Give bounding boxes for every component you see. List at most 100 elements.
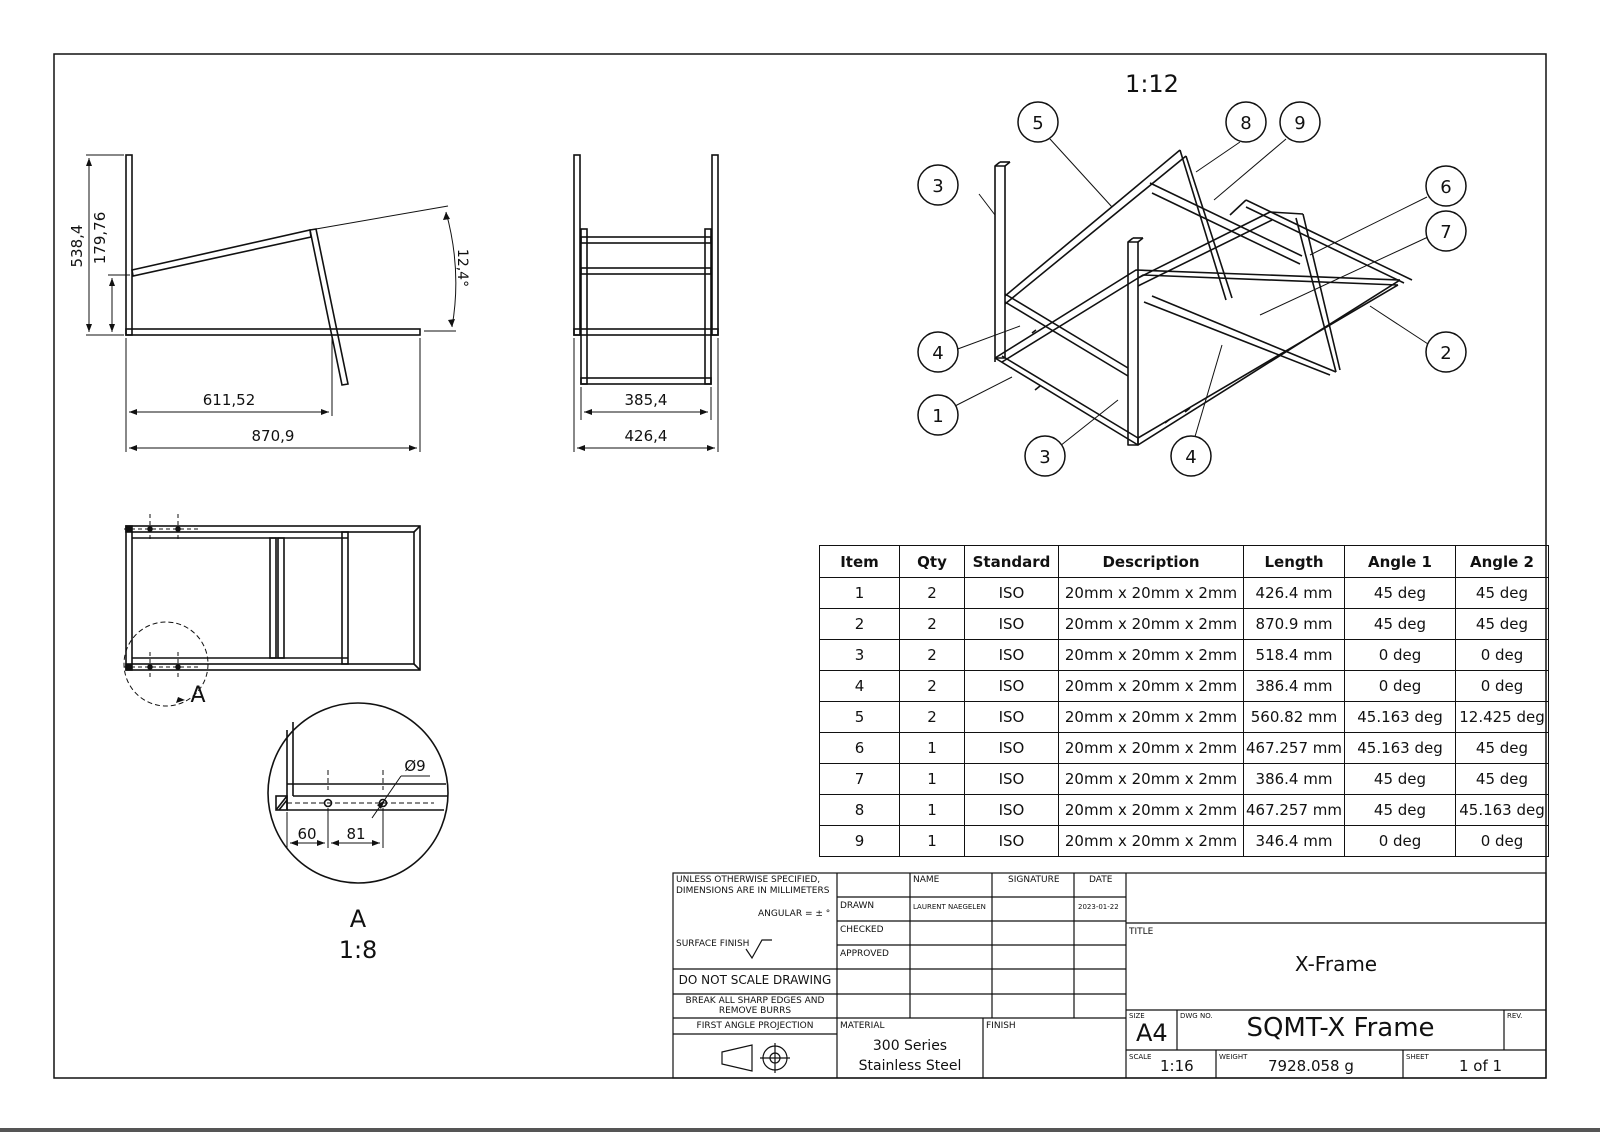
cell-angle2: 45 deg: [1455, 732, 1549, 764]
balloon-numbers: 5 8 9 3 6 7 4 2 1 3 4: [932, 113, 1451, 468]
drawing-title: X-Frame: [1294, 952, 1378, 976]
drawn-name: LAURENT NAEGELEN: [913, 903, 986, 911]
cell-description: 20mm x 20mm x 2mm: [1058, 763, 1244, 795]
bom-header-item: Item: [819, 545, 900, 578]
balloon-4-lower: 4: [1185, 447, 1196, 468]
balloon-8: 8: [1240, 113, 1251, 134]
detail-label: A: [350, 905, 367, 933]
cell-qty: 1: [899, 763, 965, 795]
dim-outer-width: 426,4: [625, 427, 668, 445]
cell-item: 4: [819, 670, 900, 702]
finish-label: FINISH: [986, 1021, 1016, 1031]
cell-qty: 2: [899, 701, 965, 733]
material-line1: 300 Series: [872, 1038, 948, 1054]
size-label: SIZE: [1129, 1012, 1145, 1020]
balloon-4-left: 4: [932, 343, 943, 364]
dim-angle: 12,4°: [454, 249, 470, 287]
cell-description: 20mm x 20mm x 2mm: [1058, 639, 1244, 671]
cell-qty: 1: [899, 732, 965, 764]
cell-angle1: 45 deg: [1344, 763, 1456, 795]
balloon-circles: [917, 101, 1467, 477]
cell-angle1: 45.163 deg: [1344, 732, 1456, 764]
dim-total-height: 538,4: [68, 225, 86, 268]
surface-finish-label: SURFACE FINISH: [676, 939, 750, 949]
dim-short-height: 179,76: [91, 212, 109, 265]
detail-dim-81: 81: [346, 825, 365, 843]
cell-standard: ISO: [964, 639, 1059, 671]
cell-description: 20mm x 20mm x 2mm: [1058, 670, 1244, 702]
sheet-number: 1 of 1: [1459, 1057, 1503, 1075]
cell-angle1: 45 deg: [1344, 794, 1456, 826]
cell-length: 386.4 mm: [1243, 670, 1345, 702]
cell-length: 560.82 mm: [1243, 701, 1345, 733]
cell-item: 8: [819, 794, 900, 826]
bom-header-angle2: Angle 2: [1455, 545, 1549, 578]
drawing-number: SQMT-X Frame: [1246, 1013, 1435, 1043]
cell-item: 7: [819, 763, 900, 795]
general-notes-line1: UNLESS OTHERWISE SPECIFIED,: [676, 875, 821, 885]
scale-label: SCALE: [1129, 1053, 1152, 1061]
cell-angle2: 45 deg: [1455, 608, 1549, 640]
cell-angle1: 0 deg: [1344, 670, 1456, 702]
cell-item: 5: [819, 701, 900, 733]
bom-header-standard: Standard: [964, 545, 1059, 578]
cell-standard: ISO: [964, 701, 1059, 733]
cell-angle1: 0 deg: [1344, 825, 1456, 857]
cell-qty: 2: [899, 577, 965, 609]
title-label: TITLE: [1129, 927, 1154, 937]
side-view: [86, 154, 457, 452]
cell-angle1: 45 deg: [1344, 577, 1456, 609]
drawing-scale: 1:16: [1160, 1057, 1194, 1075]
dim-length-total: 870,9: [252, 427, 295, 445]
cell-length: 346.4 mm: [1243, 825, 1345, 857]
cell-description: 20mm x 20mm x 2mm: [1058, 701, 1244, 733]
cell-angle2: 12.425 deg: [1455, 701, 1549, 733]
cell-angle2: 45 deg: [1455, 763, 1549, 795]
title-block-grid: [672, 872, 1547, 1079]
cell-standard: ISO: [964, 794, 1059, 826]
cell-item: 3: [819, 639, 900, 671]
cell-standard: ISO: [964, 732, 1059, 764]
cell-standard: ISO: [964, 670, 1059, 702]
cell-qty: 2: [899, 639, 965, 671]
weight-label: WEIGHT: [1219, 1053, 1248, 1061]
cell-angle2: 0 deg: [1455, 825, 1549, 857]
break-edges-line2: REMOVE BURRS: [718, 1006, 792, 1016]
cell-length: 467.257 mm: [1243, 794, 1345, 826]
bom-header-row: Item Qty Standard Description Length Ang…: [819, 545, 1549, 578]
iso-view-scale: 1:12: [1125, 70, 1179, 98]
cell-length: 467.257 mm: [1243, 732, 1345, 764]
detail-callout-label: A: [190, 683, 205, 708]
balloon-9: 9: [1294, 113, 1305, 134]
cell-item: 1: [819, 577, 900, 609]
sheet-label: SHEET: [1406, 1053, 1429, 1061]
cell-length: 870.9 mm: [1243, 608, 1345, 640]
angular-tolerance: ANGULAR = ± °: [758, 909, 831, 919]
cell-item: 6: [819, 732, 900, 764]
material-label: MATERIAL: [840, 1021, 885, 1031]
cell-description: 20mm x 20mm x 2mm: [1058, 794, 1244, 826]
bom-header-qty: Qty: [899, 545, 965, 578]
drawn-label: DRAWN: [840, 901, 875, 911]
bom-header-angle1: Angle 1: [1344, 545, 1456, 578]
bottom-bar: [0, 1128, 1600, 1132]
cell-angle1: 0 deg: [1344, 639, 1456, 671]
front-view: [573, 154, 719, 452]
bill-of-materials: Item Qty Standard Description Length Ang…: [819, 545, 1549, 857]
balloon-3-lower: 3: [1039, 447, 1050, 468]
col-date-header: DATE: [1089, 875, 1113, 885]
cell-angle2: 45.163 deg: [1455, 794, 1549, 826]
balloon-leaders: [954, 138, 1429, 447]
cell-description: 20mm x 20mm x 2mm: [1058, 577, 1244, 609]
balloon-7: 7: [1440, 222, 1451, 243]
dim-length-short: 611,52: [203, 391, 256, 409]
cell-standard: ISO: [964, 763, 1059, 795]
balloon-1: 1: [932, 406, 943, 427]
cell-length: 386.4 mm: [1243, 763, 1345, 795]
detail-hole-diameter: Ø9: [404, 757, 425, 775]
detail-view-a: [267, 702, 449, 884]
